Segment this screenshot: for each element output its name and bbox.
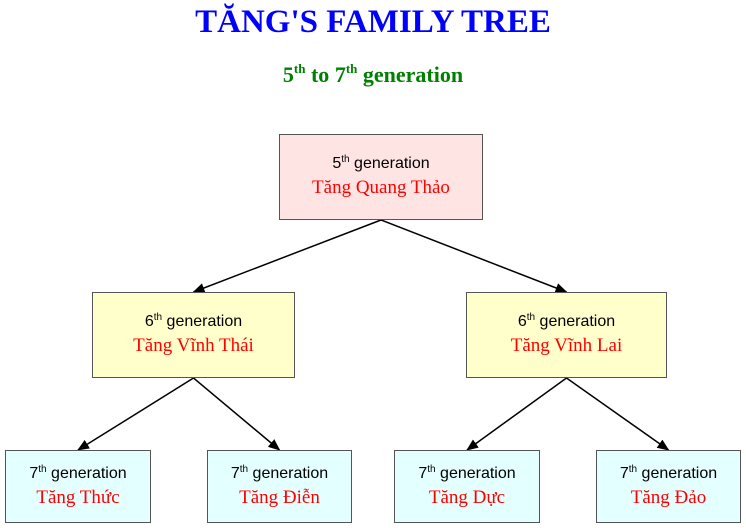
person-name: Tăng Quang Thảo: [312, 177, 450, 198]
arrow-n6b-to-n7c: [466, 377, 567, 451]
generation-label: 7th generation: [418, 463, 516, 482]
node-generation-7-fourth: 7th generation Tăng Đảo: [596, 450, 741, 523]
person-name: Tăng Thức: [36, 486, 120, 508]
node-generation-7-first: 7th generation Tăng Thức: [5, 450, 151, 523]
person-name: Tăng Vĩnh Thái: [133, 335, 254, 356]
person-name: Tăng Điễn: [239, 486, 320, 508]
arrow-n6a-to-n7a: [77, 377, 194, 451]
subtitle-suffix: generation: [357, 62, 464, 87]
arrow-n6a-to-n7b: [193, 377, 281, 451]
subtitle-middle: to: [305, 62, 335, 87]
node-generation-7-second: 7th generation Tăng Điễn: [207, 450, 352, 523]
page-title: TĂNG'S FAMILY TREE: [195, 4, 551, 40]
arrow-n5-to-n6b: [380, 219, 568, 293]
subtitle-from-suffix: th: [293, 61, 306, 76]
generation-label: 7th generation: [230, 463, 329, 482]
generation-label: 7th generation: [29, 463, 127, 482]
generation-label: 6th generation: [517, 312, 616, 331]
node-generation-6-left: 6th generation Tăng Vĩnh Thái: [92, 292, 295, 378]
node-generation-6-right: 6th generation Tăng Vĩnh Lai: [466, 292, 667, 378]
subtitle-to-number: 7: [334, 62, 346, 87]
person-name: Tăng Dực: [428, 486, 506, 508]
person-name: Tăng Vĩnh Lai: [510, 335, 623, 356]
node-generation-5: 5th generation Tăng Quang Thảo: [279, 134, 483, 220]
subtitle-to-suffix: th: [345, 61, 358, 76]
subtitle-from-number: 5: [282, 62, 294, 87]
node-generation-7-third: 7th generation Tăng Dực: [394, 450, 540, 523]
generation-label: 6th generation: [144, 312, 243, 331]
page-subtitle: 5th to 7th generation: [0, 62, 746, 88]
generation-label: 5th generation: [332, 154, 430, 173]
arrow-n5-to-n6a: [192, 219, 382, 293]
person-name: Tăng Đảo: [630, 486, 707, 508]
generation-label: 7th generation: [619, 463, 718, 482]
arrow-n6b-to-n7d: [566, 377, 670, 451]
